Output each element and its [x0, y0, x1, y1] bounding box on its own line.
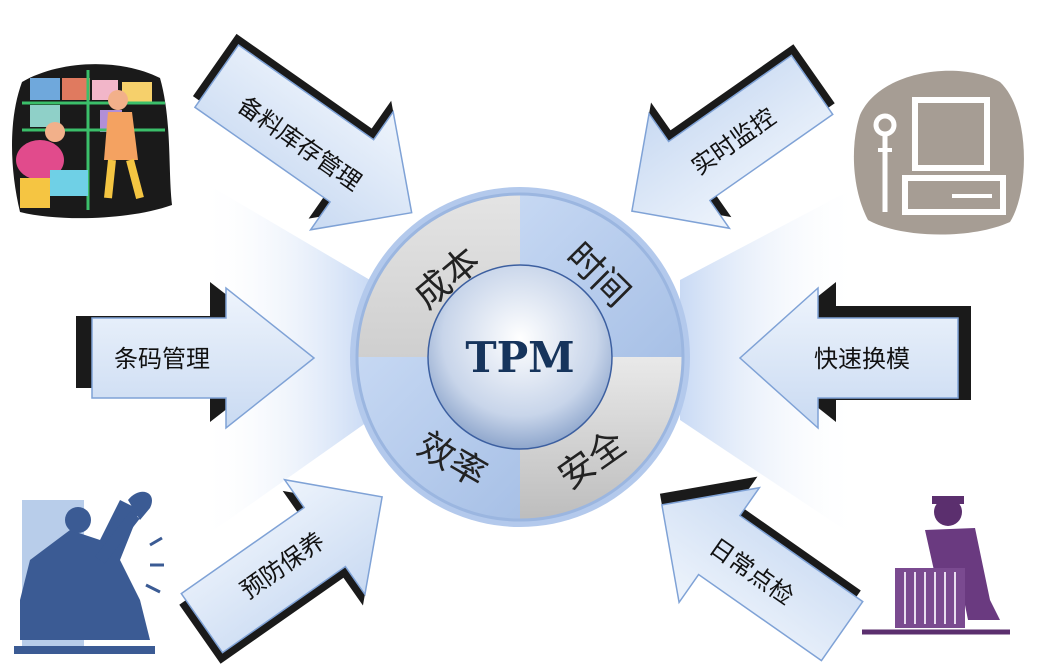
tpm-center-circle [350, 187, 690, 527]
mechanic-wrench-icon [14, 491, 164, 654]
arrow-quick-changeover-label: 快速换模 [814, 345, 910, 373]
arrow-quick-changeover [738, 282, 971, 430]
computer-monitor-icon [853, 70, 1024, 235]
warehouse-workers-icon [12, 64, 172, 219]
worker-radiator-icon [862, 496, 1010, 635]
arrow-realtime-monitor [631, 44, 835, 230]
arrow-barcode-label: 条码管理 [114, 345, 210, 373]
arrow-barcode [76, 282, 316, 430]
arrow-spare-parts [192, 33, 413, 231]
tpm-title: TPM [465, 333, 574, 382]
arrow-daily-inspection [659, 476, 864, 662]
arrow-preventive-maintenance [179, 478, 383, 664]
